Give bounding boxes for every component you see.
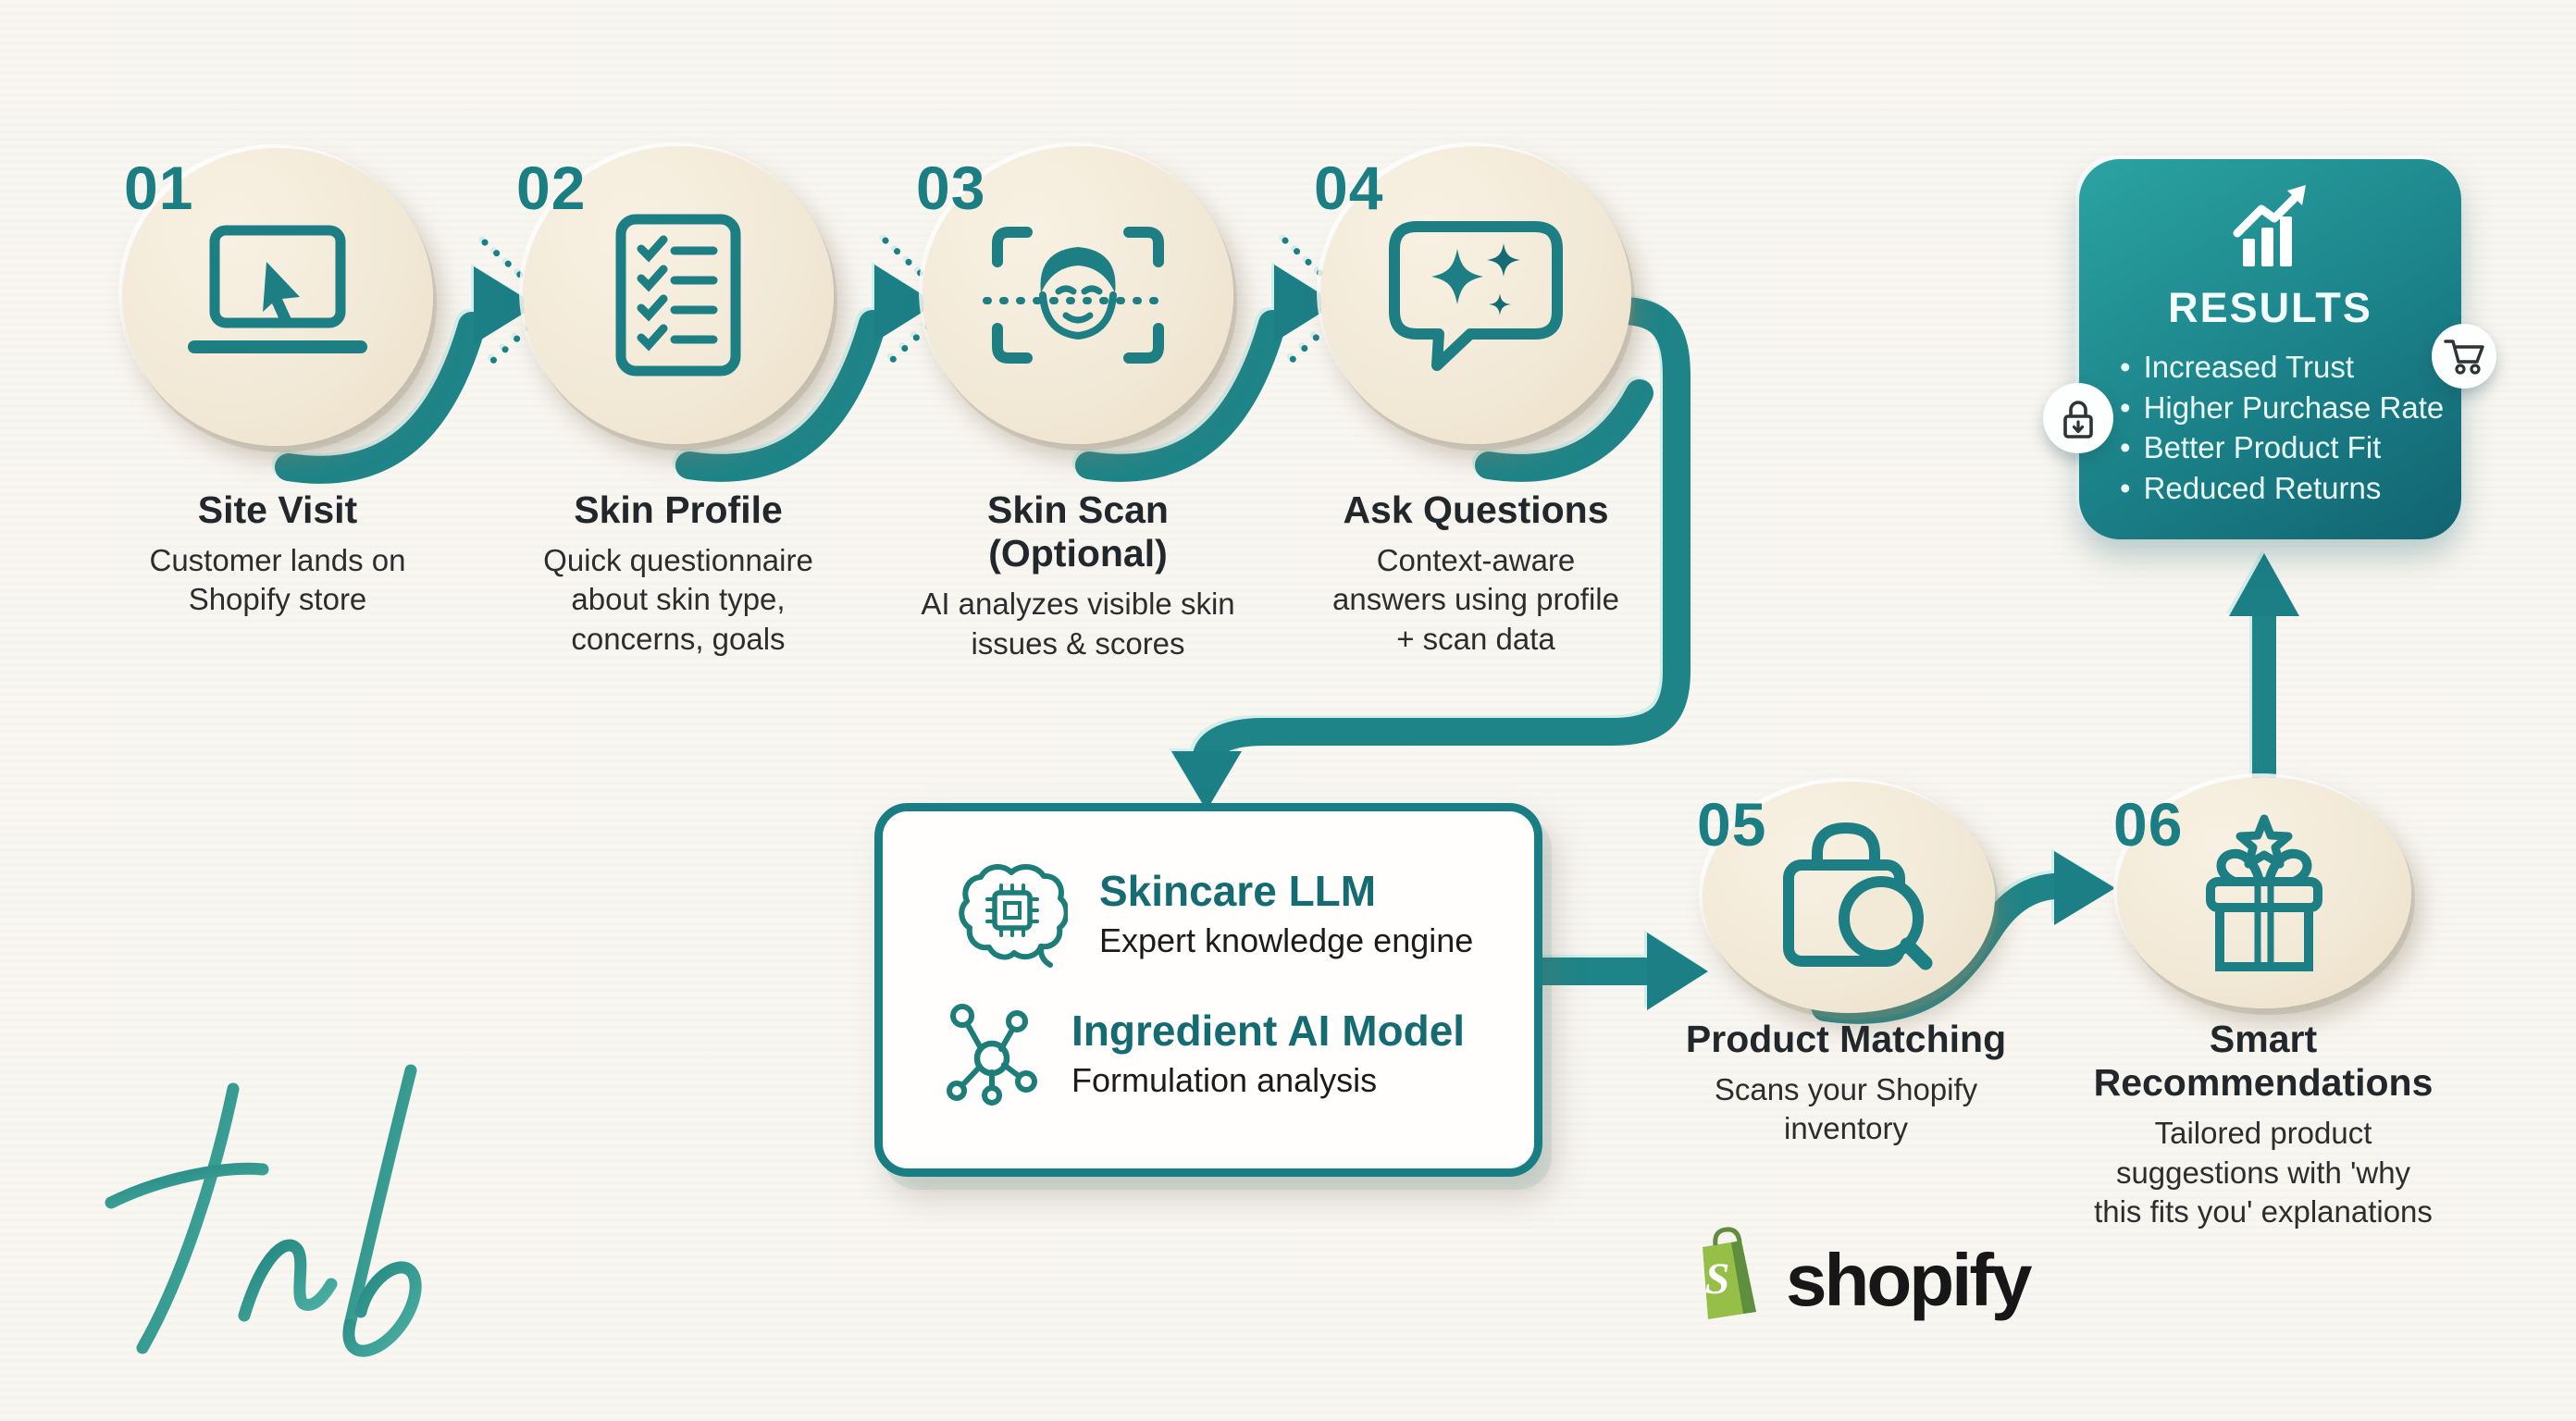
face-scan-icon [983, 227, 1173, 364]
step-description: Customer lands on Shopify store [149, 543, 406, 617]
cart-icon [2444, 340, 2484, 375]
step-circle [122, 148, 433, 446]
step-circle [923, 146, 1233, 444]
ai-engine-box: Skincare LLM Expert knowledge engine [874, 803, 1542, 1177]
step-text: Smart Recommendations Tailored product s… [2041, 1018, 2485, 1231]
step-text: Skin Scan (Optional) AI analyzes visible… [874, 488, 1282, 663]
step-number: 04 [1314, 154, 1384, 222]
swoosh-01 [275, 312, 486, 484]
step-circle [1320, 146, 1631, 444]
signature-script-icon [105, 1064, 422, 1357]
step-number: 03 [916, 154, 986, 222]
bag-search-icon [1783, 822, 1933, 970]
step-title: Ask Questions [1343, 488, 1609, 531]
arrowhead-02 [874, 265, 936, 342]
lock-icon [2063, 401, 2093, 439]
molecule-icon [944, 1000, 1040, 1106]
engine-row-llm: Skincare LLM Expert knowledge engine [955, 858, 1473, 969]
step-title: Product Matching [1685, 1018, 2007, 1060]
shopify-logo: S shopify [1690, 1227, 2032, 1323]
laptop-cursor-icon [188, 225, 367, 353]
arrowhead-01 [474, 266, 537, 344]
step-description: Tailored product suggestions with 'why t… [2094, 1116, 2433, 1229]
step-circle [523, 146, 834, 444]
step-description: AI analyzes visible skin issues & scores [921, 587, 1235, 661]
step-number: 06 [2113, 790, 2184, 859]
results-bullet: Increased Trust [2120, 347, 2461, 388]
engine-row-text: Skincare LLM Expert knowledge engine [1099, 868, 1473, 958]
engine-subtitle: Formulation analysis [1071, 1060, 1378, 1099]
growth-chart-icon [2233, 185, 2306, 266]
checklist-icon [615, 214, 741, 377]
gift-star-icon [2206, 814, 2322, 971]
chat-sparkles-icon [1389, 221, 1563, 371]
step-number: 05 [1697, 790, 1767, 859]
step-description: Context-aware answers using profile + sc… [1332, 543, 1619, 656]
shopify-bag-letter: S [1705, 1254, 1730, 1304]
engine-row-ingredient: Ingredient AI Model Formulation analysis [944, 1000, 1465, 1106]
brain-chip-icon [955, 858, 1068, 969]
engine-subtitle: Expert knowledge engine [1099, 921, 1474, 959]
engine-title: Ingredient AI Model [1071, 1006, 1466, 1055]
arrowhead-03 [1274, 265, 1336, 342]
step-number: 01 [124, 154, 194, 222]
results-bullet-list: Increased Trust Higher Purchase Rate Bet… [2079, 347, 2461, 508]
lock-badge [2043, 383, 2113, 453]
step-circle [1703, 782, 1995, 1013]
shopify-wordmark: shopify [1786, 1239, 2032, 1321]
arrowhead-into-05 [1647, 933, 1708, 1010]
swoosh-02 [675, 310, 886, 482]
cart-badge [2432, 324, 2496, 389]
arrowhead-into-06 [2054, 851, 2115, 925]
step-description: Scans your Shopify inventory [1714, 1072, 1978, 1146]
step-text: Site Visit Customer lands on Shopify sto… [120, 488, 435, 620]
connector-04-to-engine [1193, 297, 1690, 771]
results-bullet: Reduced Returns [2120, 468, 2461, 509]
step-title: Smart Recommendations [2093, 1018, 2434, 1105]
results-bullet: Better Product Fit [2120, 427, 2461, 468]
step-circle [2117, 777, 2411, 1008]
results-box: RESULTS Increased Trust Higher Purchase … [2079, 159, 2461, 539]
arrowhead-into-engine [1171, 751, 1242, 810]
engine-row-text: Ingredient AI Model Formulation analysis [1071, 1007, 1465, 1098]
step-description: Quick questionnaire about skin type, con… [543, 543, 813, 656]
swoosh-04 [1475, 379, 1653, 482]
shopify-bag-icon: S [1703, 1227, 1756, 1319]
results-title: RESULTS [2168, 284, 2372, 331]
step-text: Skin Profile Quick questionnaire about s… [493, 488, 863, 659]
arrowhead-into-results [2229, 553, 2299, 616]
step-title: Skin Scan (Optional) [987, 488, 1169, 575]
signature-tnb [85, 1038, 455, 1376]
step-number: 02 [516, 154, 587, 222]
engine-title: Skincare LLM [1099, 866, 1377, 915]
step-text: Product Matching Scans your Shopify inve… [1661, 1018, 2031, 1149]
swoosh-03 [1075, 310, 1286, 482]
step-title: Site Visit [197, 488, 358, 531]
results-bullet: Higher Purchase Rate [2120, 388, 2461, 428]
step-title: Skin Profile [574, 488, 783, 531]
step-text: Ask Questions Context-aware answers usin… [1291, 488, 1661, 659]
